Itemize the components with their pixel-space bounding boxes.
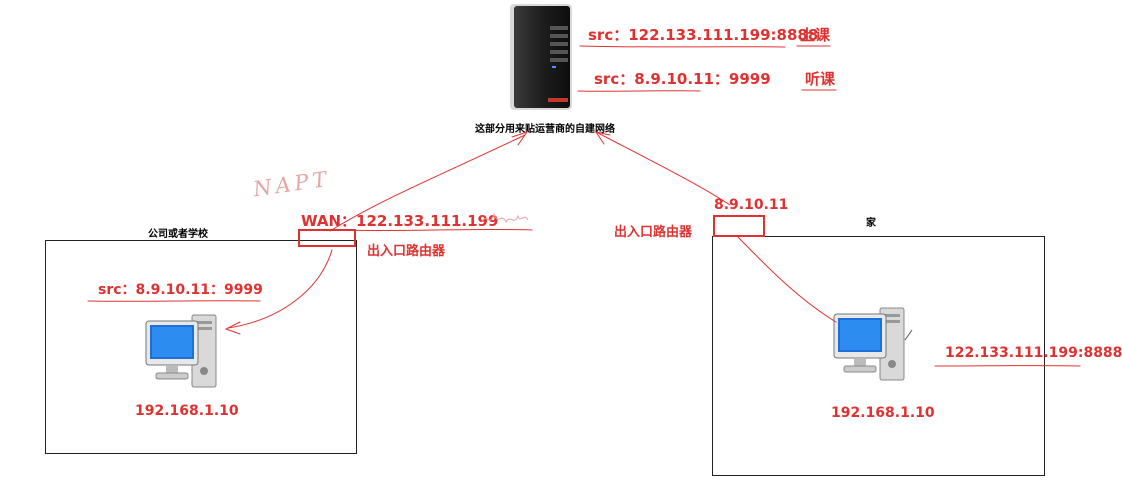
- server-src2-note: 听课: [805, 70, 836, 88]
- right-peer-addr: 122.133.111.199:8888: [945, 345, 1122, 361]
- server-src2-prefix: src：: [594, 70, 635, 88]
- line-right-down: [737, 236, 837, 323]
- underline-wan: [339, 228, 533, 232]
- server-src1-note: 上课: [800, 26, 831, 44]
- left-wan-label: WAN：: [301, 212, 357, 230]
- wan-squiggle: [481, 212, 529, 224]
- left-src-addr: 8.9.10.11：9999: [135, 282, 263, 298]
- right-host-ip: 192.168.1.10: [831, 405, 935, 421]
- server-src2-addr: 8.9.10.11：9999: [634, 70, 771, 88]
- server-caption: 这部分用来贴运营商的自建网络: [475, 124, 615, 135]
- server-src1-prefix: src：: [588, 26, 629, 44]
- right-computer-icon: [832, 306, 908, 382]
- arrow-left-up: [329, 134, 526, 232]
- left-router-marker: [298, 229, 356, 247]
- server-tower-icon: [508, 2, 574, 112]
- left-site-box: [45, 240, 357, 454]
- underline-left-src: [87, 300, 261, 302]
- left-router-label: 出入口路由器: [367, 244, 446, 259]
- underline-src2: [577, 90, 701, 92]
- right-site-box: [712, 236, 1045, 476]
- server-src1-addr: 122.133.111.199:8888: [628, 26, 819, 44]
- right-site-title: 家: [866, 218, 876, 229]
- left-src-prefix: src：: [98, 282, 136, 298]
- arrow-right-up: [597, 132, 731, 206]
- right-router-marker: [713, 215, 765, 237]
- arrow-left-down: [227, 249, 333, 329]
- right-router-label: 出入口路由器: [614, 225, 693, 240]
- left-wan-addr: 122.133.111.199: [356, 212, 499, 230]
- left-host-ip: 192.168.1.10: [135, 403, 239, 419]
- left-computer-icon: [144, 313, 220, 389]
- left-site-title: 公司或者学校: [148, 229, 208, 240]
- right-wan-addr: 8.9.10.11: [714, 197, 789, 213]
- underline-src1: [579, 45, 786, 48]
